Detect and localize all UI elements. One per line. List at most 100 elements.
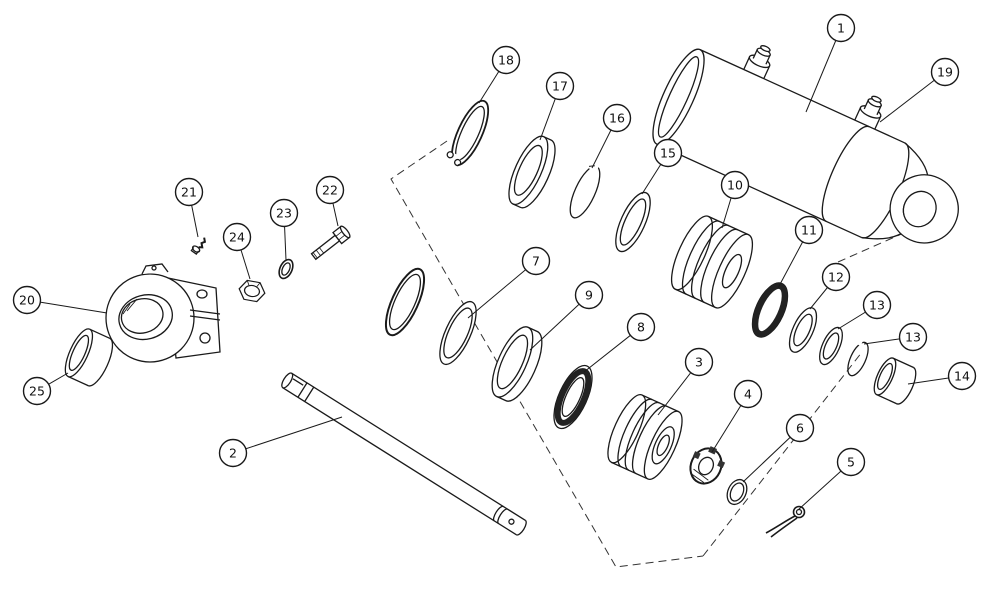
part-seal-ring-a bbox=[384, 267, 426, 337]
part-lock-washer bbox=[278, 258, 294, 280]
callout-21: 21 bbox=[174, 177, 204, 238]
part-retaining-ring bbox=[446, 99, 490, 167]
callout-balloon bbox=[222, 222, 252, 252]
part-grease-fitting bbox=[190, 237, 207, 255]
callout-24: 24 bbox=[222, 222, 252, 280]
callout-2: 2 bbox=[218, 416, 343, 468]
callout-balloon bbox=[218, 438, 248, 468]
part-seal-ring-b bbox=[439, 300, 477, 366]
part-cotter-pin bbox=[765, 505, 806, 538]
part-gland-bushing bbox=[873, 357, 917, 405]
callout-number: 21 bbox=[181, 185, 197, 200]
callout-23: 23 bbox=[269, 198, 299, 261]
callout-balloon bbox=[174, 177, 204, 207]
callout-number: 9 bbox=[585, 288, 593, 303]
callouts-layer: 1 19 18 17 16 15 10 11 12 13 13 14 7 9 8 3 4 6 5 2 20 25 21 24 2… bbox=[12, 13, 977, 511]
part-wiper-ring bbox=[819, 326, 843, 366]
callout-number: 1 bbox=[837, 21, 845, 36]
part-rod-clevis bbox=[105, 263, 221, 363]
callout-number: 12 bbox=[828, 270, 844, 285]
callout-balloon bbox=[315, 175, 345, 205]
callout-balloon bbox=[684, 347, 714, 377]
callout-number: 17 bbox=[552, 79, 568, 94]
callout-20: 20 bbox=[12, 285, 108, 315]
callout-balloon bbox=[22, 376, 52, 406]
callout-balloon bbox=[626, 312, 656, 342]
callout-number: 23 bbox=[276, 206, 292, 221]
part-clamp-bolt bbox=[310, 225, 351, 261]
callout-number: 8 bbox=[637, 320, 645, 335]
callout-22: 22 bbox=[315, 175, 345, 227]
callout-balloon bbox=[930, 57, 960, 87]
callout-balloon bbox=[521, 246, 551, 276]
callout-balloon bbox=[574, 280, 604, 310]
callout-number: 22 bbox=[322, 183, 338, 198]
part-piston-seal bbox=[553, 364, 593, 430]
callout-balloon bbox=[602, 103, 632, 133]
callout-5: 5 bbox=[797, 447, 866, 511]
callout-number: 13 bbox=[905, 330, 921, 345]
callout-18: 18 bbox=[478, 45, 521, 104]
callout-number: 11 bbox=[801, 223, 817, 238]
part-seal-ring bbox=[788, 307, 818, 353]
part-cylinder-head-gland bbox=[670, 215, 754, 309]
callout-16: 16 bbox=[591, 103, 632, 169]
callout-4: 4 bbox=[711, 379, 763, 453]
callout-number: 20 bbox=[19, 293, 35, 308]
part-hex-nut bbox=[238, 279, 266, 303]
callout-3: 3 bbox=[657, 347, 714, 416]
callout-number: 5 bbox=[847, 455, 855, 470]
callout-balloon bbox=[785, 413, 815, 443]
part-cylinder-barrel bbox=[652, 45, 959, 244]
callout-8: 8 bbox=[583, 312, 656, 373]
callout-balloon bbox=[836, 447, 866, 477]
callout-leader-line bbox=[805, 27, 842, 113]
part-backup-ring bbox=[569, 161, 601, 219]
part-rod-seal bbox=[751, 282, 789, 338]
callout-balloon bbox=[826, 13, 856, 43]
callout-number: 7 bbox=[532, 254, 540, 269]
part-lock-nut bbox=[689, 446, 726, 485]
callout-number: 13 bbox=[869, 298, 885, 313]
callout-balloon bbox=[269, 198, 299, 228]
callout-number: 18 bbox=[498, 53, 514, 68]
callout-balloon bbox=[821, 262, 851, 292]
callout-leader-line bbox=[467, 260, 537, 319]
callout-13: 13 bbox=[863, 322, 928, 352]
callout-number: 3 bbox=[695, 355, 703, 370]
callout-10: 10 bbox=[720, 170, 750, 229]
callout-number: 6 bbox=[796, 421, 804, 436]
callout-balloon bbox=[947, 361, 977, 391]
callout-leader-line bbox=[232, 416, 343, 454]
callout-number: 19 bbox=[937, 65, 953, 80]
callout-balloon bbox=[794, 215, 824, 245]
part-u-cup-seal bbox=[508, 135, 556, 209]
part-clevis-bushing bbox=[64, 328, 114, 387]
part-piston bbox=[607, 394, 683, 480]
callout-balloon bbox=[491, 45, 521, 75]
callout-balloon bbox=[653, 138, 683, 168]
callout-11: 11 bbox=[777, 215, 824, 289]
callout-1: 1 bbox=[805, 13, 856, 113]
callout-25: 25 bbox=[22, 372, 69, 406]
callout-7: 7 bbox=[467, 246, 551, 319]
callout-number: 2 bbox=[229, 446, 237, 461]
callout-19: 19 bbox=[879, 57, 960, 123]
callout-number: 16 bbox=[609, 111, 625, 126]
callout-number: 4 bbox=[744, 387, 752, 402]
callout-14: 14 bbox=[907, 361, 977, 391]
barrel-port-front bbox=[854, 95, 882, 130]
callout-number: 24 bbox=[229, 230, 245, 245]
callout-6: 6 bbox=[742, 413, 815, 483]
callout-balloon bbox=[720, 170, 750, 200]
callout-number: 14 bbox=[954, 369, 970, 384]
callout-number: 15 bbox=[660, 146, 676, 161]
callout-number: 25 bbox=[29, 384, 45, 399]
callout-9: 9 bbox=[529, 280, 604, 351]
callout-balloon bbox=[733, 379, 763, 409]
callout-balloon bbox=[862, 290, 892, 320]
callout-13: 13 bbox=[837, 290, 892, 330]
callout-balloon bbox=[898, 322, 928, 352]
